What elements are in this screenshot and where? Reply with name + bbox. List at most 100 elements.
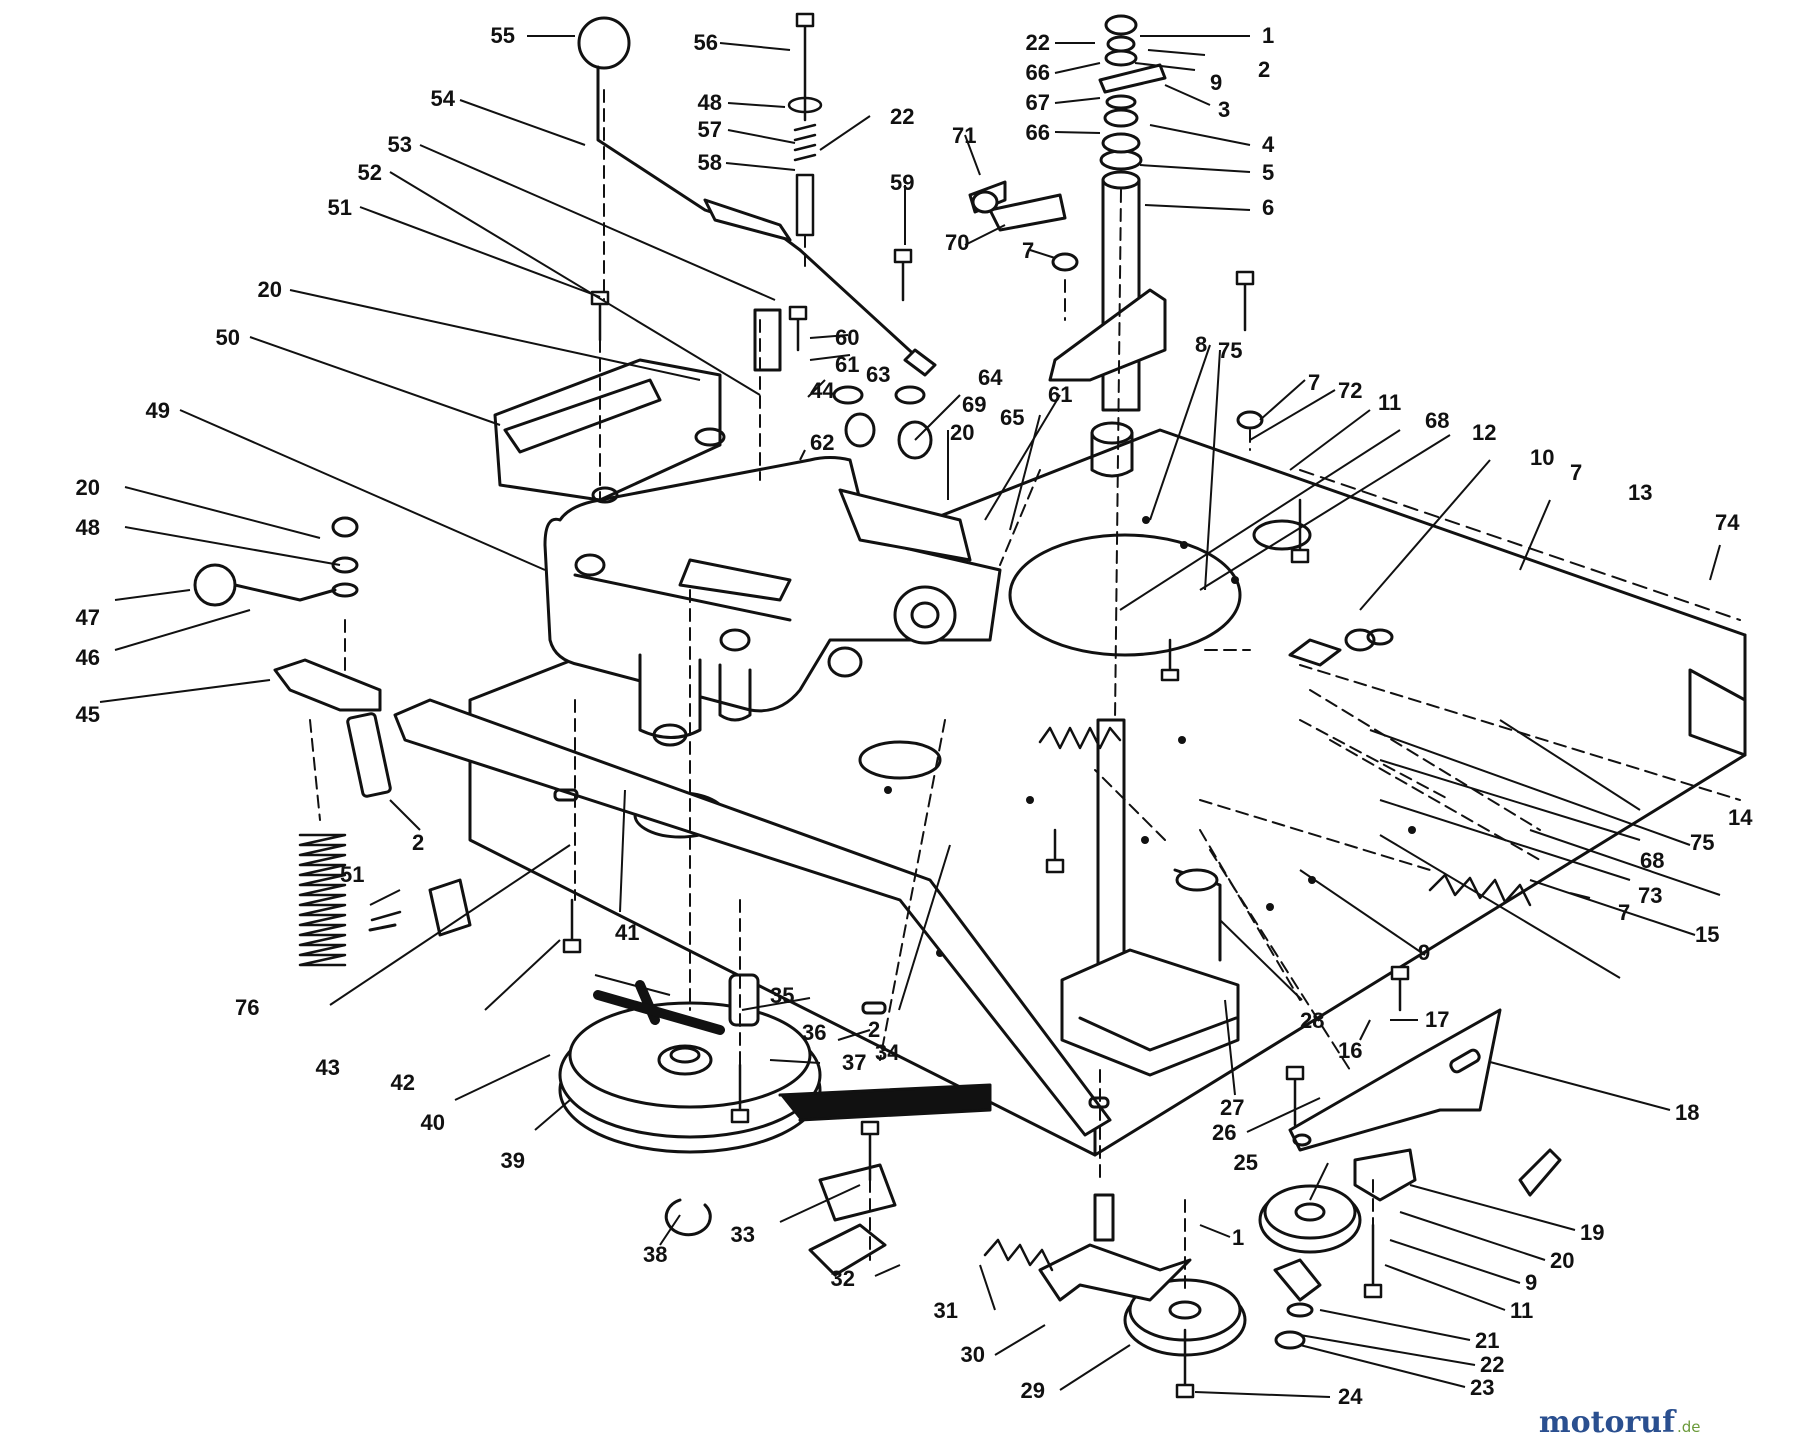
callout-17: 17 — [1425, 1007, 1449, 1032]
callout-57: 57 — [698, 117, 722, 142]
callout-62: 62 — [810, 430, 834, 455]
callout-2: 2 — [1258, 57, 1270, 82]
callout-58: 58 — [698, 150, 722, 175]
callout-71: 71 — [952, 123, 976, 148]
callout-9: 9 — [1210, 70, 1222, 95]
callout-31: 31 — [934, 1298, 958, 1323]
callout-2: 2 — [868, 1017, 880, 1042]
callout-75: 75 — [1218, 338, 1242, 363]
callout-10: 10 — [1530, 445, 1554, 470]
callout-51: 51 — [340, 862, 364, 887]
shift-lever — [577, 16, 937, 377]
callout-27: 27 — [1220, 1095, 1244, 1120]
shift-bracket — [493, 358, 726, 504]
callout-40: 40 — [421, 1110, 445, 1135]
watermark-suffix: .de — [1677, 1418, 1701, 1436]
callout-7: 7 — [1570, 460, 1582, 485]
callout-61: 61 — [1048, 382, 1072, 407]
callout-53: 53 — [388, 132, 412, 157]
callout-37: 37 — [842, 1050, 866, 1075]
callout-5: 5 — [1262, 160, 1274, 185]
callout-39: 39 — [501, 1148, 525, 1173]
springs — [298, 726, 1532, 1272]
callout-15: 15 — [1695, 922, 1719, 947]
callout-24: 24 — [1338, 1384, 1363, 1409]
callout-41: 41 — [615, 920, 639, 945]
callout-46: 46 — [76, 645, 100, 670]
callout-44: 44 — [810, 378, 835, 403]
callout-51: 51 — [328, 195, 352, 220]
steering-column — [1048, 14, 1167, 478]
callout-4: 4 — [1262, 132, 1275, 157]
callout-14: 14 — [1728, 805, 1753, 830]
callout-66: 66 — [1026, 60, 1050, 85]
callout-65: 65 — [1000, 405, 1024, 430]
idler-pulleys — [1038, 1148, 1417, 1357]
callout-67: 67 — [1026, 90, 1050, 115]
callout-labels: 55 56 22 1 66 2 9 3 54 48 22 67 57 71 66… — [76, 23, 1754, 1409]
callout-11: 11 — [1510, 1298, 1533, 1323]
leader-lines — [99, 35, 1721, 1398]
callout-59: 59 — [890, 170, 914, 195]
callout-22: 22 — [890, 104, 914, 129]
callout-45: 45 — [76, 702, 100, 727]
callout-20: 20 — [1550, 1248, 1574, 1273]
callout-29: 29 — [1021, 1378, 1045, 1403]
callout-12: 12 — [1472, 420, 1496, 445]
callout-74: 74 — [1715, 510, 1740, 535]
callout-16: 16 — [1338, 1038, 1362, 1063]
callout-22: 22 — [1026, 30, 1050, 55]
callout-49: 49 — [146, 398, 170, 423]
callout-1: 1 — [1232, 1225, 1244, 1250]
drive-pulley — [558, 973, 992, 1154]
callout-9: 9 — [1418, 940, 1430, 965]
small-parts — [193, 180, 1394, 1350]
callout-7: 7 — [1308, 370, 1320, 395]
callout-52: 52 — [358, 160, 382, 185]
callout-11: 11 — [1378, 390, 1401, 415]
callout-20: 20 — [258, 277, 282, 302]
callout-20: 20 — [76, 475, 100, 500]
callout-19: 19 — [1580, 1220, 1604, 1245]
callout-20: 20 — [950, 420, 974, 445]
callout-50: 50 — [216, 325, 240, 350]
callout-64: 64 — [978, 365, 1003, 390]
callout-9: 9 — [1525, 1270, 1537, 1295]
callout-18: 18 — [1675, 1100, 1699, 1125]
callout-6: 6 — [1262, 195, 1274, 220]
callout-48: 48 — [76, 515, 100, 540]
callout-61: 61 — [835, 352, 859, 377]
callout-32: 32 — [831, 1266, 855, 1291]
callout-68: 68 — [1425, 408, 1449, 433]
watermark-brand: motoruf — [1539, 1405, 1677, 1440]
callout-22: 22 — [1480, 1352, 1504, 1377]
callout-43: 43 — [316, 1055, 340, 1080]
callout-35: 35 — [770, 983, 794, 1008]
callout-34: 34 — [875, 1040, 900, 1065]
callout-2: 2 — [412, 830, 424, 855]
callout-66: 66 — [1026, 120, 1050, 145]
callout-68: 68 — [1640, 848, 1664, 873]
callout-55: 55 — [491, 23, 515, 48]
transaxle-housing — [543, 456, 1002, 747]
callout-25: 25 — [1234, 1150, 1258, 1175]
callout-7: 7 — [1618, 900, 1630, 925]
callout-3: 3 — [1218, 97, 1230, 122]
callout-47: 47 — [76, 605, 100, 630]
callout-73: 73 — [1638, 883, 1662, 908]
callout-36: 36 — [802, 1020, 826, 1045]
callout-75: 75 — [1690, 830, 1714, 855]
callout-26: 26 — [1212, 1120, 1236, 1145]
bolts — [370, 12, 1410, 1399]
callout-38: 38 — [643, 1242, 667, 1267]
callout-1: 1 — [1262, 23, 1274, 48]
callout-42: 42 — [391, 1070, 415, 1095]
callout-30: 30 — [961, 1342, 985, 1367]
callout-70: 70 — [945, 230, 969, 255]
callout-69: 69 — [962, 392, 986, 417]
lower-shaft — [1060, 718, 1240, 1077]
callout-21: 21 — [1475, 1328, 1499, 1353]
callout-72: 72 — [1338, 378, 1362, 403]
